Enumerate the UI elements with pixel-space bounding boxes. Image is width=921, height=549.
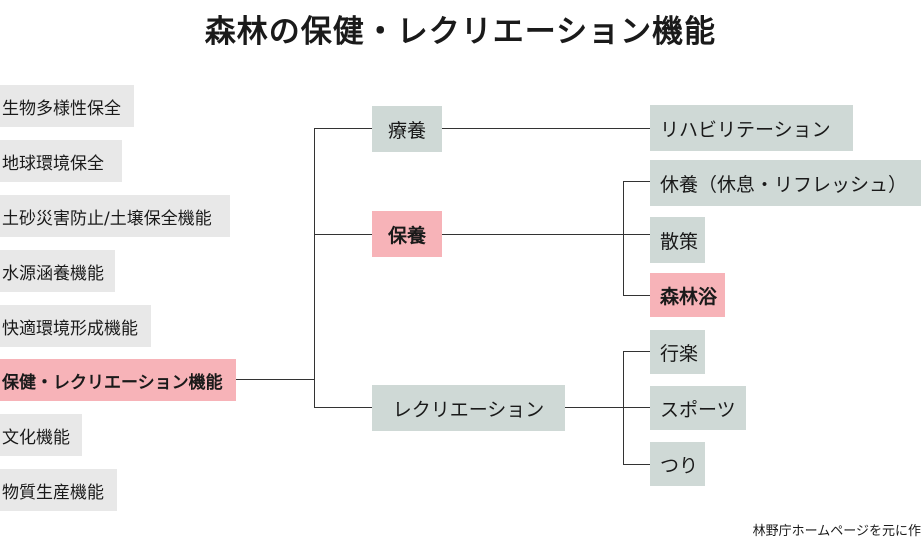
connector	[442, 128, 650, 129]
activity-relaxation: 休養（休息・リフレッシュ）	[650, 160, 921, 206]
function-soil: 土砂災害防止/土壌保全機能	[0, 195, 230, 237]
connector	[623, 351, 650, 352]
connector	[623, 464, 650, 465]
activity-walk: 散策	[650, 217, 705, 263]
function-global-env: 地球環境保全	[0, 140, 122, 182]
function-comfort: 快適環境形成機能	[0, 305, 151, 347]
connector	[565, 407, 650, 408]
connector	[314, 407, 372, 408]
connector	[623, 295, 650, 296]
diagram-title: 森林の保健・レクリエーション機能	[204, 14, 717, 50]
connector	[623, 351, 624, 465]
connector	[623, 181, 650, 182]
function-production: 物質生産機能	[0, 469, 117, 511]
activity-rehabilitation: リハビリテーション	[650, 105, 853, 151]
function-recreation: 保健・レクリエーション機能	[0, 359, 236, 401]
connector	[236, 379, 314, 380]
connector	[314, 234, 372, 235]
activity-sports: スポーツ	[650, 386, 746, 430]
category-recreation: レクリエーション	[372, 385, 565, 431]
connector	[314, 128, 372, 129]
source-note: 林野庁ホームページを元に作	[752, 524, 921, 539]
activity-outing: 行楽	[650, 330, 705, 374]
activity-fishing: つり	[650, 442, 705, 486]
connector	[442, 234, 650, 235]
function-water: 水源涵養機能	[0, 250, 115, 292]
connector	[314, 128, 315, 408]
activity-forest-bathing: 森林浴	[650, 273, 725, 317]
function-culture: 文化機能	[0, 414, 82, 456]
category-therapy: 療養	[372, 106, 442, 152]
connector	[623, 181, 624, 296]
category-rest: 保養	[372, 211, 442, 257]
function-biodiversity: 生物多様性保全	[0, 85, 134, 127]
